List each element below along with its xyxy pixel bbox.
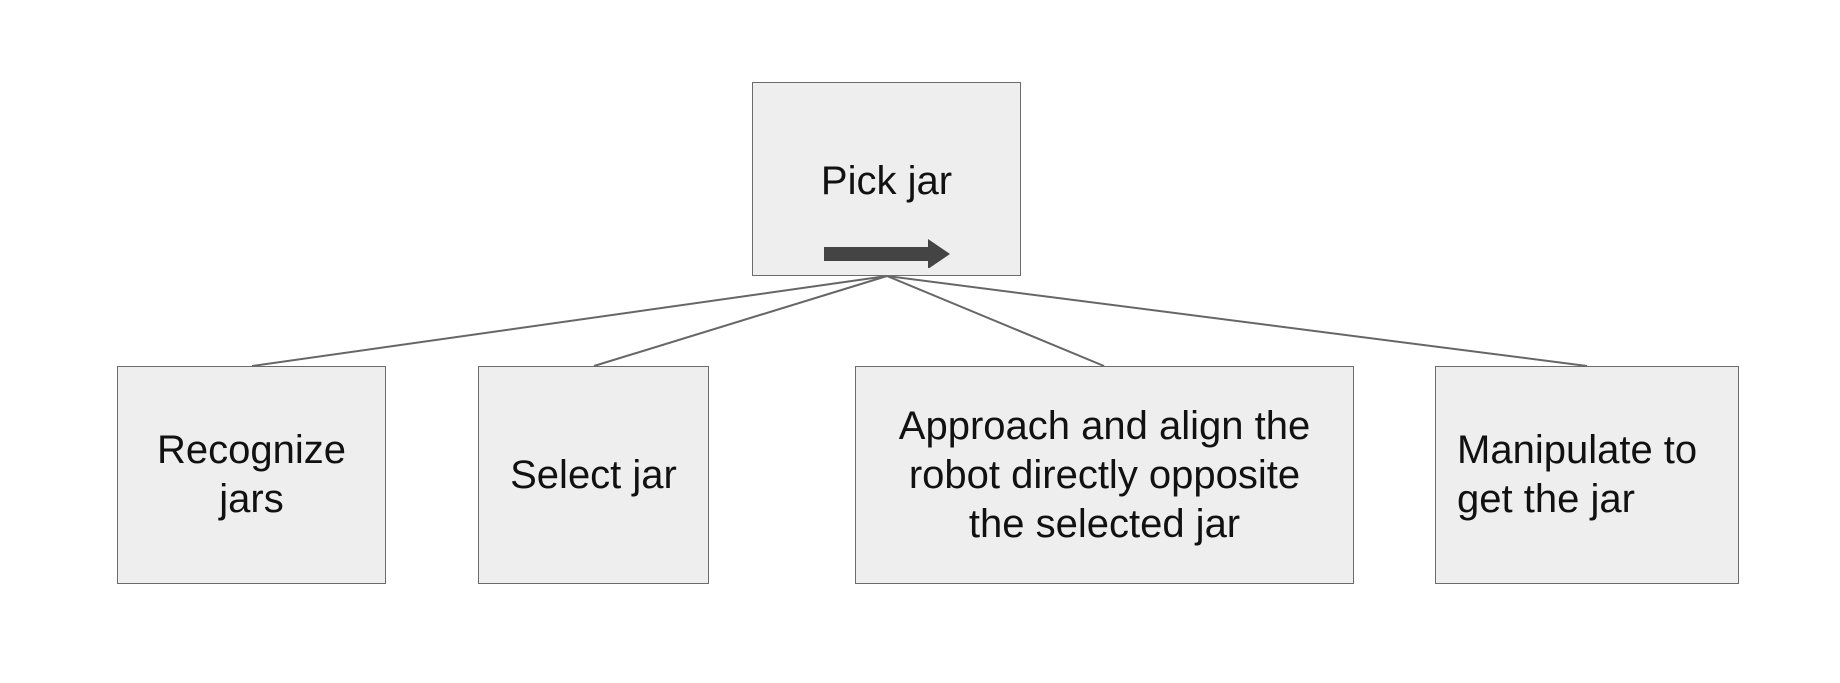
child-node-select-jar: Select jar [478, 366, 709, 584]
child-node-manipulate: Manipulate to get the jar [1435, 366, 1739, 584]
child-node-label: Select jar [510, 452, 677, 497]
child-node-approach-align: Approach and align the robot directly op… [855, 366, 1354, 584]
root-node-pick-jar: Pick jar [752, 82, 1021, 276]
child-node-label: Recognize jars [156, 428, 346, 521]
connector-manipulate [886, 275, 1588, 367]
root-node-label: Pick jar [820, 159, 953, 203]
child-node-label: Approach and align the robot directly op… [898, 403, 1311, 546]
right-arrow-icon [824, 239, 950, 268]
connector-approach [886, 275, 1105, 367]
connector-recognize [251, 275, 888, 367]
connector-select [593, 275, 888, 367]
child-node-recognize-jars: Recognize jars [117, 366, 386, 584]
child-node-label: Manipulate to get the jar [1457, 428, 1698, 521]
